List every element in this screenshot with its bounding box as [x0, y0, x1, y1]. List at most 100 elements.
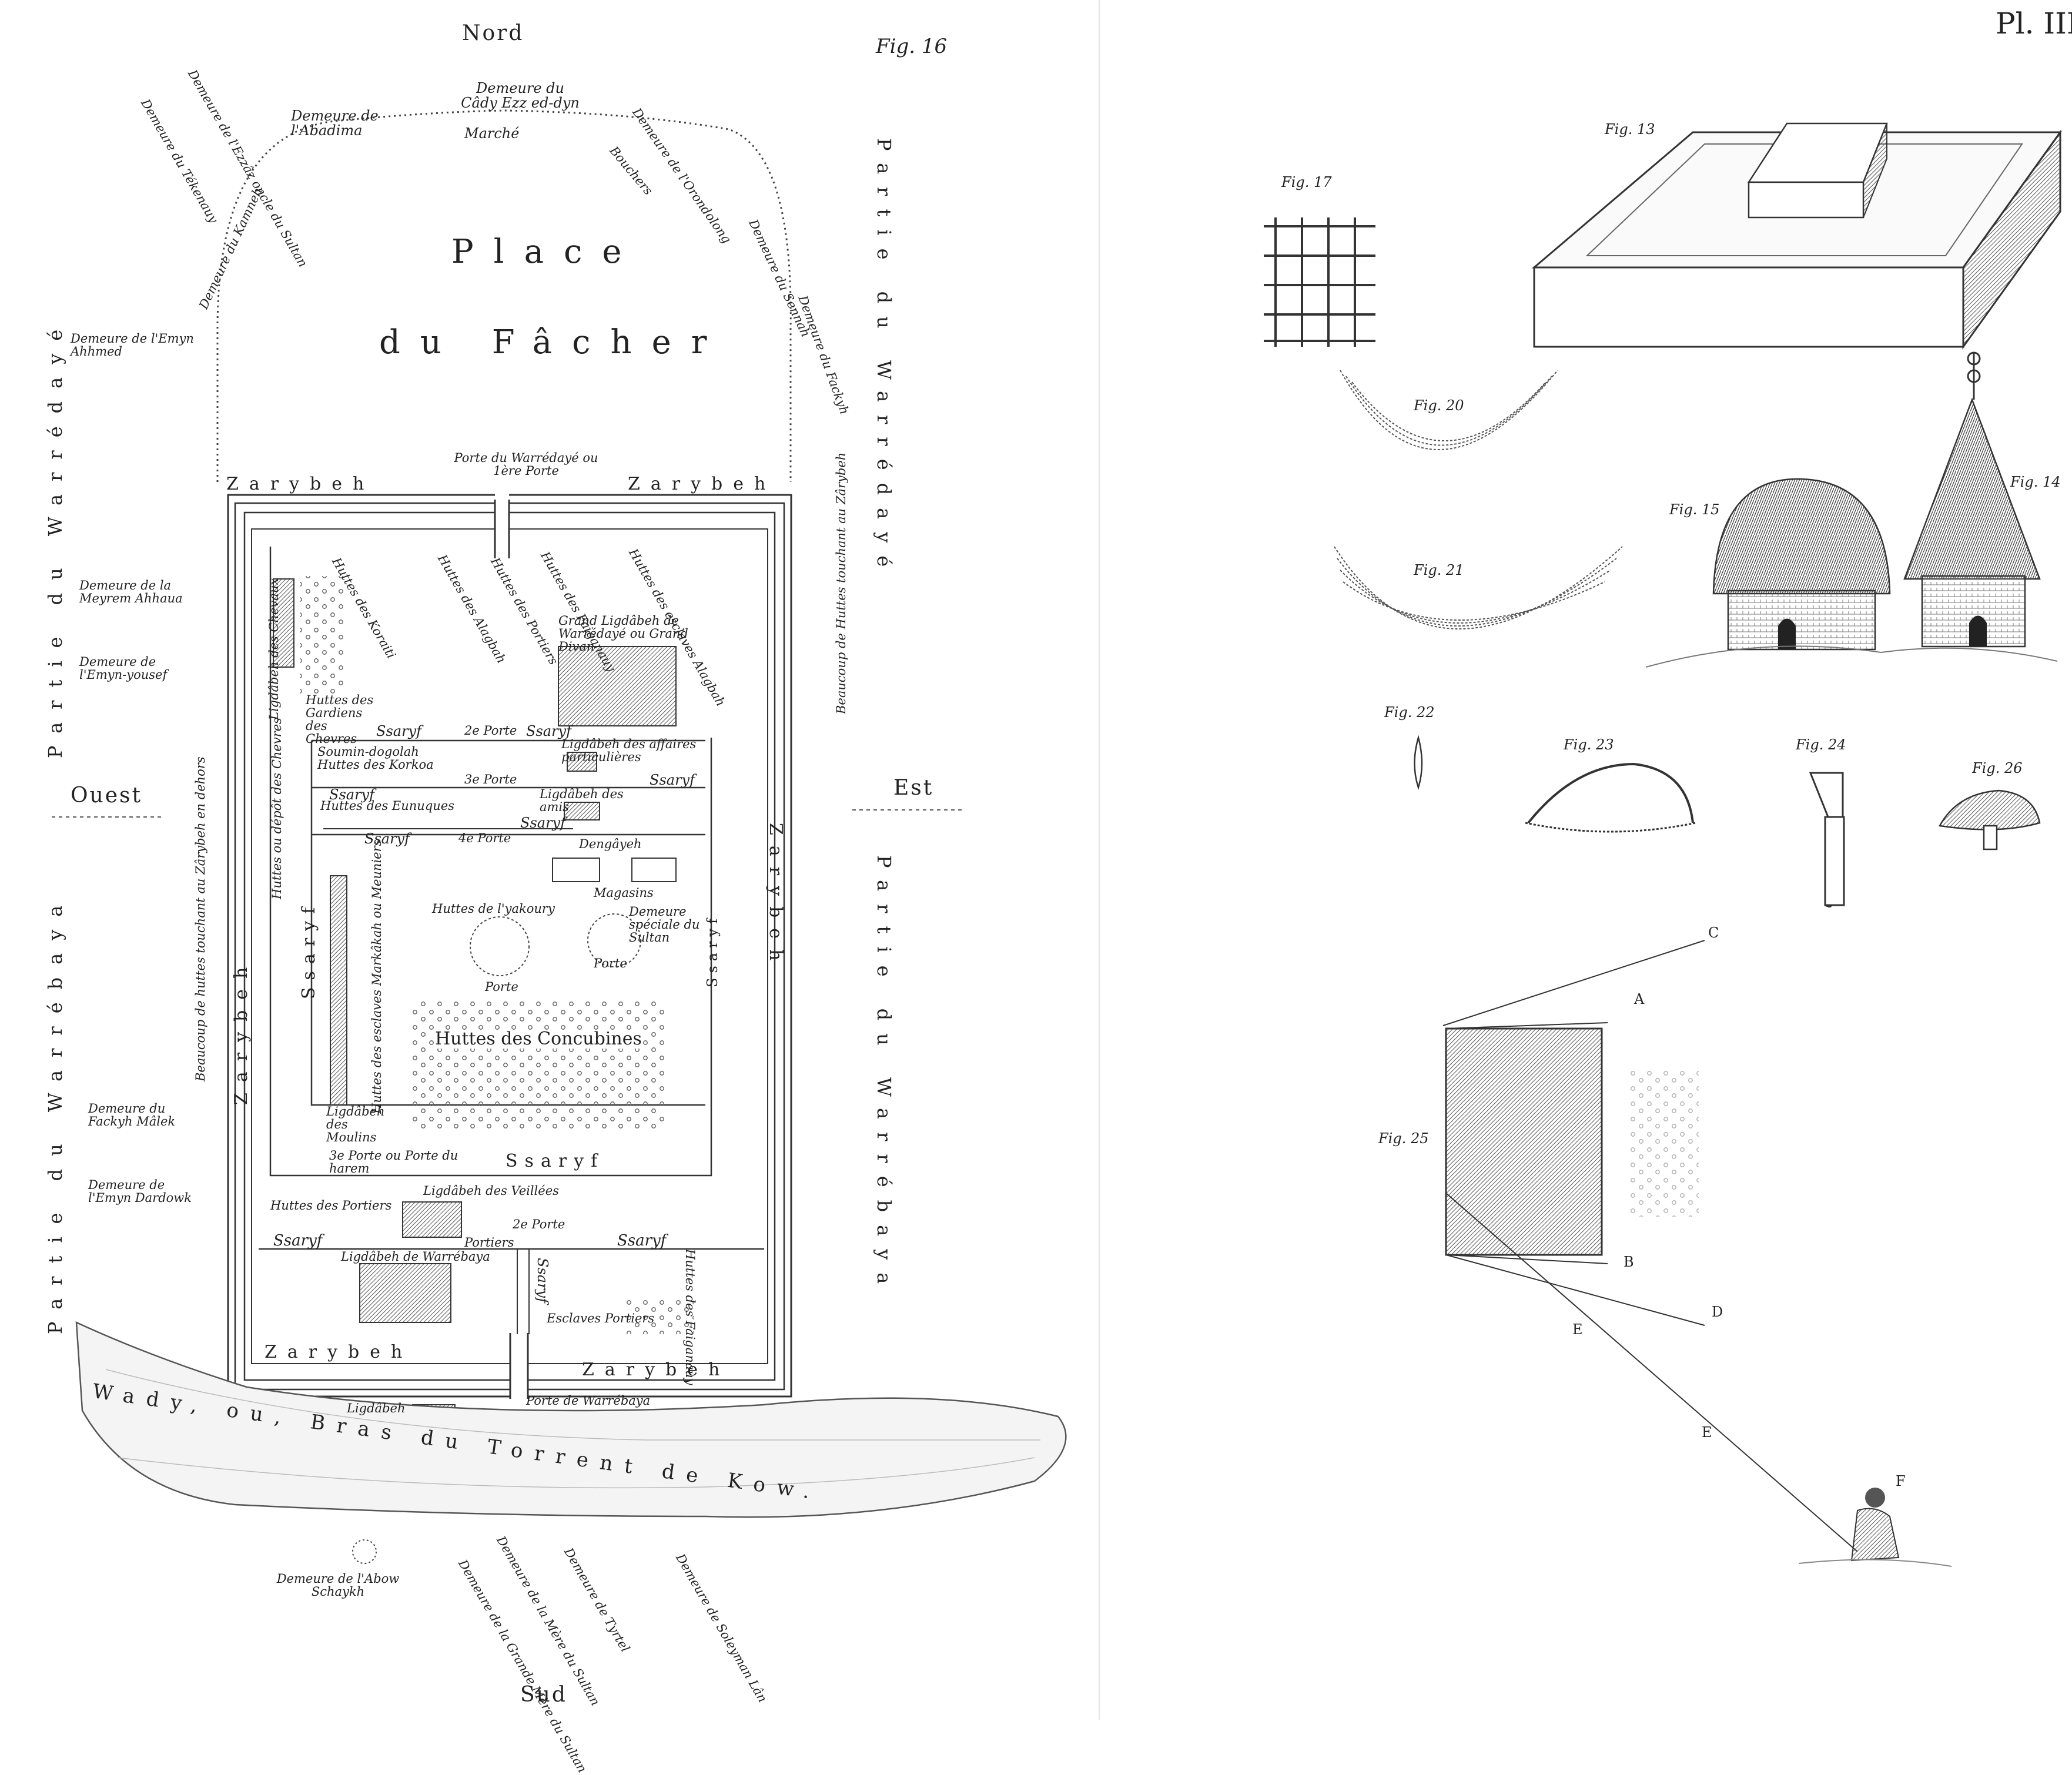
ligdabeh-chevaux — [273, 578, 294, 668]
ssaryf-6: Ssaryf — [364, 830, 410, 847]
ssaryf-west: Ssaryf — [299, 900, 319, 999]
place-title-1: Place — [451, 233, 642, 271]
zarybeh-north-east: Zarybeh — [628, 474, 776, 494]
label-fackyh-malek: Demeure du Fackyh Mâlek — [88, 1101, 176, 1129]
east-side-warredaye: Partie du Warrédayé — [873, 138, 895, 580]
huttes-portiers-s-label: Huttes des Portiers — [270, 1198, 392, 1213]
abow-hut — [352, 1539, 377, 1564]
fig24-caption: Fig. 24 — [1796, 736, 1846, 753]
ssaryf-lines — [312, 739, 705, 836]
concubines-label: Huttes des Concubines — [435, 1029, 642, 1049]
dengayeh-label: Dengâyeh — [579, 837, 642, 851]
soumin-label: Soumin-dogolah Huttes des Korkoa — [317, 745, 434, 772]
gate-3: 3e Porte — [464, 772, 517, 786]
place-title-2: du Fâcher — [379, 323, 727, 361]
fig22-caption: Fig. 22 — [1384, 704, 1435, 721]
ssaryf-south-v: Ssaryf — [534, 1258, 551, 1303]
ligdabeh-veillees-label: Ligdâbeh des Veillées — [423, 1184, 559, 1198]
ligdabeh-moulins-label: Ligdâbeh des Moulins — [326, 1104, 385, 1145]
fig13-front — [1533, 266, 1964, 348]
fig25-spray — [1628, 1070, 1699, 1217]
ssaryf-2: Ssaryf — [526, 723, 571, 739]
fig20-caption: Fig. 20 — [1414, 397, 1464, 414]
fig21-rope — [1334, 546, 1623, 629]
gardiens-label: Huttes des Gardiens des Chevres — [306, 693, 374, 746]
place-boundary — [216, 109, 792, 482]
label-meyrem: Demeure de la Meyrem Ahhaua — [79, 578, 183, 606]
south-gate-gap — [510, 1333, 528, 1399]
ligdabeh-warrebaya-label: Ligdâbeh de Warrébaya — [341, 1250, 490, 1264]
fig17-lattice — [1264, 217, 1375, 347]
fig14-caption: Fig. 14 — [2010, 474, 2061, 490]
gate-porte-sultan: Porte — [594, 956, 627, 970]
ssaryf-3: Ssaryf — [650, 772, 695, 788]
fig22-object — [1414, 735, 1423, 791]
eunuques-label: Huttes des Eunuques — [320, 799, 454, 813]
gate-harem: 3e Porte ou Porte du harem — [329, 1148, 458, 1176]
compass-west: Ouest — [71, 783, 142, 808]
fig25-point-e2: E — [1702, 1424, 1712, 1441]
gate-4: 4e Porte — [458, 831, 511, 845]
ligdabeh-warrebaya — [359, 1263, 451, 1323]
zarybeh-south-east: Zarybeh — [582, 1359, 731, 1380]
label-marche: Marché — [464, 125, 520, 142]
fig25-lines — [1442, 940, 1858, 1552]
huts-cluster-1 — [300, 576, 347, 694]
fig25-point-f: F — [1896, 1473, 1906, 1489]
north-gate-gap — [495, 493, 509, 558]
sultan-enclosure — [587, 913, 641, 967]
gate-warrebaya: Porte de Warrébaya — [526, 1394, 651, 1408]
grand-ligdabeh — [558, 646, 677, 726]
label-emyn-dardowk: Demeure de l'Emyn Dardowk — [88, 1178, 192, 1205]
fig15-hut — [1712, 478, 1891, 651]
magasins-label: Magasins — [594, 886, 654, 900]
fig25-caption: Fig. 25 — [1378, 1130, 1429, 1147]
yakoury-enclosure — [470, 916, 530, 976]
gate-portiers: Portiers — [464, 1235, 514, 1250]
label-beaucoup-west: Beaucoup de huttes touchant au Zârybeh e… — [193, 756, 207, 1081]
zarybeh-north-west: Zarybeh — [226, 474, 375, 494]
compass-north: Nord — [462, 21, 524, 45]
plate-line-art — [52, 0, 2062, 1720]
huts-south-east — [623, 1299, 694, 1334]
ssaryf-harem: Ssaryf — [506, 1151, 605, 1171]
fig23-bow — [1527, 762, 1694, 824]
ssaryf-east: Ssaryf — [704, 914, 721, 987]
huts-concubines-dots — [411, 999, 664, 1128]
esclaves-portiers-label: Esclaves Portiers — [547, 1311, 655, 1325]
fig23-caption: Fig. 23 — [1564, 736, 1614, 753]
fig20-rope — [1340, 370, 1558, 450]
fig16-title: Fig. 16 — [876, 35, 948, 58]
west-side-warrebaya: Partie du Warrébaya — [44, 892, 66, 1334]
label-abadima: Demeure de l'Abadima — [291, 108, 379, 139]
ligdabeh-affaires-label: Ligdâbeh des affaires particulières — [561, 737, 697, 765]
fig13-side — [1962, 129, 2061, 350]
fig21-caption: Fig. 21 — [1414, 562, 1464, 578]
ssaryf-1: Ssaryf — [376, 723, 421, 739]
ligdabeh-outside-label: Ligdâbeh — [347, 1401, 406, 1415]
huttes-faiganauy-s-label: Huttes des Faiganauy — [683, 1249, 697, 1385]
fig25-screen — [1445, 1027, 1603, 1256]
ligdabeh-moulins — [330, 875, 347, 1106]
gate-2-south: 2e Porte — [513, 1217, 565, 1231]
fig25-point-b: B — [1624, 1254, 1634, 1270]
compass-east: Est — [893, 776, 934, 800]
ssaryf-south-e: Ssaryf — [617, 1232, 667, 1250]
zarybeh-south-west: Zarybeh — [265, 1342, 413, 1362]
wady-river — [75, 1321, 1067, 1518]
fig25-point-a: A — [1634, 991, 1645, 1007]
zarybeh-east: Zarybeh — [765, 823, 786, 972]
fig26-cap — [1939, 789, 2041, 830]
demeure-sultan-label: Demeure spéciale du Sultan — [629, 905, 700, 945]
fig14-hut — [1903, 351, 2041, 648]
label-cady: Demeure du Câdy Ezz ed-dyn — [461, 80, 580, 112]
ssaryf-4: Ssaryf — [329, 786, 374, 803]
east-side-warrebaya: Partie du Warrébaya — [873, 855, 895, 1297]
ssaryf-5: Ssaryf — [520, 815, 565, 831]
label-emyn-yousef: Demeure de l'Emyn-yousef — [79, 655, 168, 682]
gate-1: Porte du Warrédayé ou 1ère Porte — [454, 451, 598, 478]
plate-number: Pl. III — [1996, 6, 2072, 41]
ligdabeh-affaires — [567, 752, 597, 772]
gate-2: 2e Porte — [464, 724, 517, 738]
magasin-1 — [552, 858, 600, 882]
